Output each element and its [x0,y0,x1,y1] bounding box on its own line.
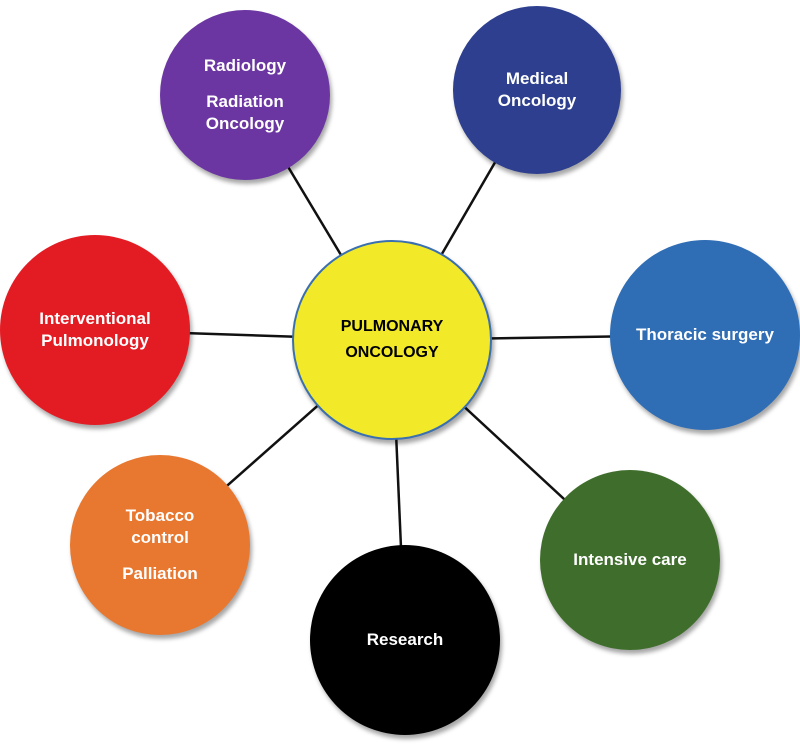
node-label: Thoracic surgery [636,325,774,344]
center-node-pulmonary-oncology: PULMONARY ONCOLOGY [292,240,492,440]
node-thoracic-surgery: Thoracic surgery [610,240,800,430]
node-label: Pulmonology [41,331,149,350]
node-label: Radiology [203,56,287,75]
node-label: Palliation [122,564,198,583]
node-label: Radiation [206,92,284,111]
node-label: Intensive care [573,550,687,569]
node-label: Oncology [205,114,285,133]
node-label: Oncology [497,91,577,110]
node-label: Research [366,630,444,649]
node-label: PULMONARY [340,318,444,335]
node-intensive-care: Intensive care [540,470,720,650]
node-label: ONCOLOGY [345,344,439,361]
node-label: Medical [505,69,569,88]
node-research: Research [310,545,500,735]
node-label: Tobacco [125,506,195,525]
node-label: control [131,528,189,547]
node-label: Interventional [39,309,151,328]
